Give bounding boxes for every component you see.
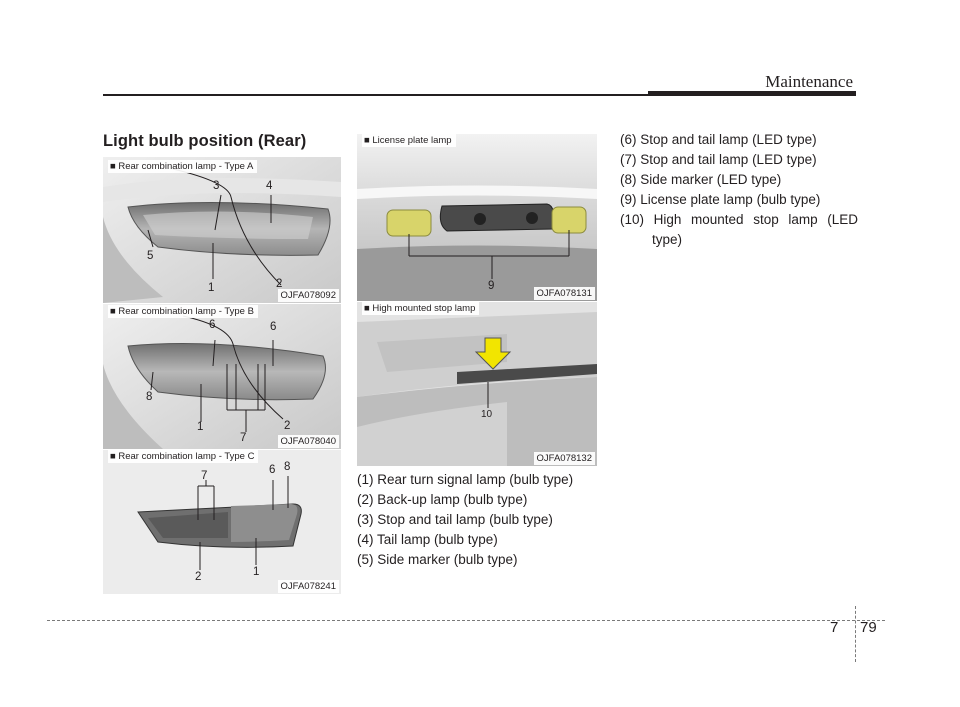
- list-item: (6) Stop and tail lamp (LED type): [620, 132, 817, 147]
- figure-license-plate: ■ License plate lamp 9 OJFA078131: [357, 134, 597, 301]
- type-a-label: 4: [266, 180, 273, 192]
- high-mount-illustration: [357, 302, 597, 466]
- type-b-label: 6: [270, 321, 277, 333]
- type-a-label: 2: [276, 278, 283, 290]
- list-item: (9) License plate lamp (bulb type): [620, 192, 821, 207]
- type-a-caption: ■ Rear combination lamp - Type A: [108, 160, 258, 173]
- type-c-label: 2: [195, 571, 202, 583]
- type-b-label: 8: [146, 391, 153, 403]
- type-a-code: OJFA078092: [277, 289, 339, 302]
- bulb-list-left: (1) Rear turn signal lamp (bulb type) (2…: [357, 470, 602, 570]
- type-b-label: 1: [197, 421, 204, 433]
- type-b-illustration: [103, 304, 341, 449]
- high-mount-code: OJFA078132: [533, 452, 595, 465]
- list-item: (4) Tail lamp (bulb type): [357, 532, 498, 547]
- type-c-caption: ■ Rear combination lamp - Type C: [108, 450, 259, 463]
- list-item: (2) Back-up lamp (bulb type): [357, 492, 528, 507]
- list-item: (8) Side marker (LED type): [620, 172, 782, 187]
- license-caption: ■ License plate lamp: [362, 134, 456, 147]
- list-item: (10) High mounted stop lamp (LED type): [620, 212, 858, 247]
- figure-type-b: ■ Rear combination lamp - Type B 6 6 8 1…: [103, 304, 341, 449]
- page-number: 79: [860, 619, 877, 636]
- figure-type-a: ■ Rear combination lamp - Type A 3 4 5 1…: [103, 157, 341, 303]
- footer-divider: [855, 606, 856, 662]
- license-code: OJFA078131: [533, 287, 595, 300]
- list-item: (3) Stop and tail lamp (bulb type): [357, 512, 553, 527]
- chapter-number: 7: [830, 619, 839, 636]
- type-b-label: 2: [284, 420, 291, 432]
- type-b-code: OJFA078040: [277, 435, 339, 448]
- type-a-label: 1: [208, 282, 215, 294]
- footer-rule: [47, 620, 885, 621]
- type-a-label: 5: [147, 250, 154, 262]
- type-c-label: 6: [269, 464, 276, 476]
- list-item: (7) Stop and tail lamp (LED type): [620, 152, 817, 167]
- high-mount-label: 10: [481, 409, 493, 420]
- header-rule-accent: [648, 91, 856, 96]
- high-mount-caption: ■ High mounted stop lamp: [362, 302, 480, 315]
- license-label: 9: [488, 280, 495, 292]
- type-c-label: 8: [284, 461, 291, 473]
- type-c-code: OJFA078241: [277, 580, 339, 593]
- type-c-label: 1: [253, 566, 260, 578]
- list-item: (5) Side marker (bulb type): [357, 552, 518, 567]
- figure-high-mount: ■ High mounted stop lamp 10 OJFA078132: [357, 302, 597, 466]
- bulb-list-right: (6) Stop and tail lamp (LED type) (7) St…: [620, 130, 858, 250]
- type-a-label: 3: [213, 180, 220, 192]
- type-b-label: 7: [240, 432, 247, 444]
- header-rule: [103, 94, 648, 96]
- type-c-label: 7: [201, 470, 208, 482]
- type-b-label: 6: [209, 319, 216, 331]
- type-c-illustration: [103, 450, 341, 594]
- section-title: Maintenance: [765, 72, 853, 91]
- type-a-illustration: [103, 157, 341, 303]
- type-b-caption: ■ Rear combination lamp - Type B: [108, 305, 258, 318]
- page-heading: Light bulb position (Rear): [103, 132, 307, 150]
- license-plate-illustration: [357, 134, 597, 301]
- figure-type-c: ■ Rear combination lamp - Type C 7 6 8 2…: [103, 450, 341, 594]
- list-item: (1) Rear turn signal lamp (bulb type): [357, 472, 574, 487]
